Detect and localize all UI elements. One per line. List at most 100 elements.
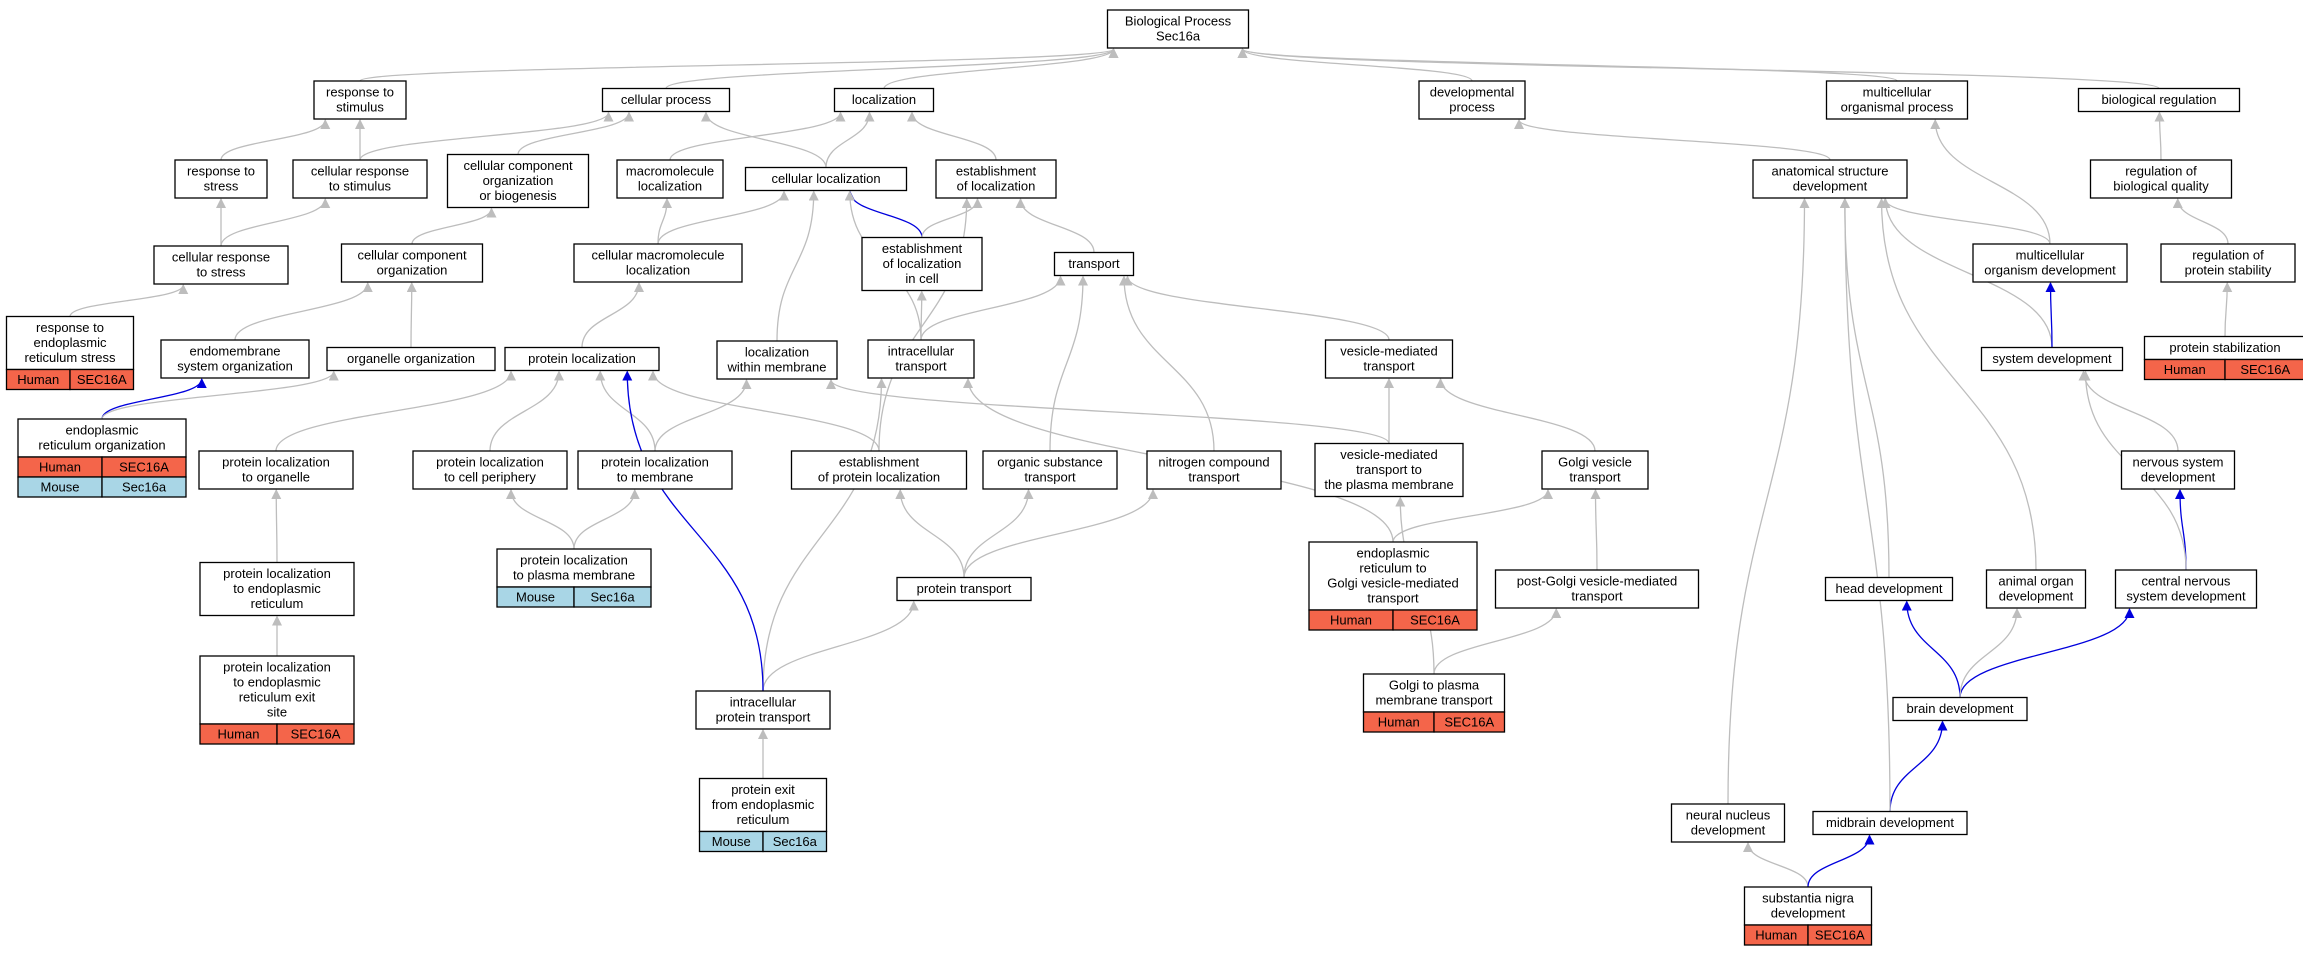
gene-symbol: SEC16A (1444, 715, 1494, 730)
term-node-bd[interactable]: brain development (1892, 696, 2028, 722)
term-label-line: of localization (957, 179, 1036, 194)
term-box (790, 450, 968, 490)
term-label-line: regulation of (2125, 164, 2197, 179)
is-a-edge (648, 370, 880, 452)
term-label-line: transport (1188, 470, 1240, 485)
term-label-line: protein localization (601, 455, 709, 470)
term-box (1146, 450, 1282, 490)
is-a-edge (622, 370, 764, 692)
is-a-edge (234, 282, 373, 341)
term-node-pl[interactable]: protein localization (504, 346, 660, 372)
term-label-line: protein localization (223, 566, 331, 581)
term-label-line: brain development (1907, 701, 2014, 716)
term-node-breg[interactable]: biological regulation (2077, 87, 2241, 113)
term-node-sd[interactable]: system development (1980, 346, 2124, 372)
edge-plpm-to-plm (573, 489, 640, 550)
edge-eolc-to-eol (921, 198, 983, 238)
term-node-pt[interactable]: protein transport (896, 576, 1032, 602)
edge-pstab-to-rps (2222, 282, 2233, 337)
gene-symbol: SEC16A (77, 372, 127, 387)
species-name: Human (17, 372, 59, 387)
term-label-line: endoplasmic (66, 423, 139, 438)
is-a-edge (489, 370, 564, 452)
edge-crtstress-to-crts (220, 198, 331, 247)
term-node-trans[interactable]: transport (1053, 251, 1135, 277)
gene-symbol: SEC16A (119, 460, 169, 475)
term-label-line: protein stabilization (2169, 340, 2280, 355)
term-box (2114, 569, 2258, 609)
gene-symbol: SEC16A (1815, 928, 1865, 943)
term-node-cl[interactable]: cellular localization (744, 166, 908, 192)
edge-nsd-to-sd (2078, 370, 2179, 452)
edge-epl-to-eol (878, 198, 972, 452)
term-label-line: Golgi vesicle (1558, 455, 1632, 470)
is-a-edge (595, 370, 656, 452)
edge-ccob-to-cp (517, 111, 634, 155)
term-label-line: to cell periphery (444, 470, 536, 485)
edge-pler-to-plo (271, 489, 282, 563)
term-node-cp[interactable]: cellular process (601, 87, 731, 113)
edge-bd-to-aod (1959, 608, 2022, 698)
edge-rters-to-crtstress (69, 284, 189, 317)
term-label-line: biological quality (2113, 179, 2209, 194)
species-name: Mouse (40, 480, 79, 495)
gene-symbol: SEC16A (2240, 362, 2290, 377)
term-node-hd[interactable]: head development (1824, 576, 1954, 602)
is-a-edge (101, 370, 339, 420)
edge-snd-to-md (1807, 834, 1875, 888)
term-node-loc[interactable]: localization (833, 87, 935, 113)
term-label-line: protein localization (520, 553, 628, 568)
term-node-oo[interactable]: organelle organization (326, 346, 496, 372)
term-box (1824, 576, 1954, 602)
term-node-md[interactable]: midbrain development (1812, 810, 1968, 836)
is-a-edge (2078, 370, 2179, 452)
term-box (446, 153, 590, 209)
